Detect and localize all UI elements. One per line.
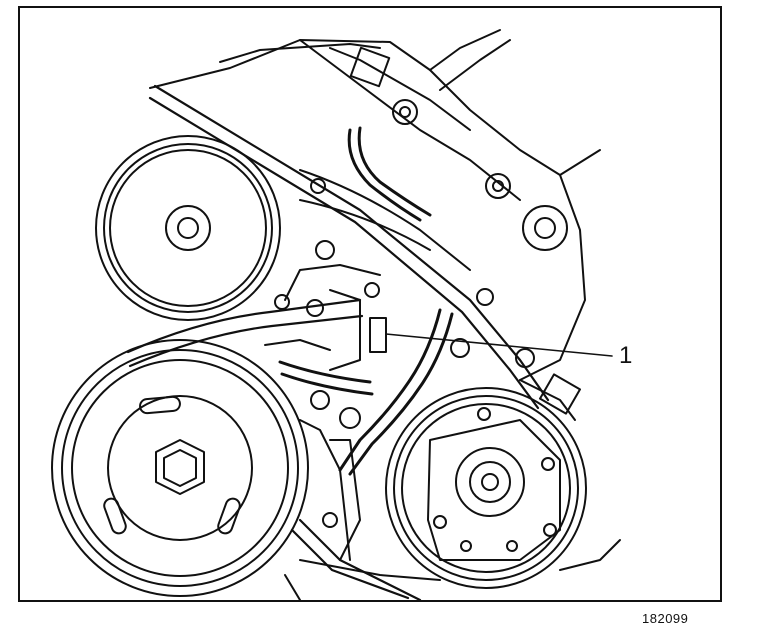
figure-number: 182099 bbox=[642, 611, 689, 626]
wiring-harness bbox=[278, 126, 454, 476]
callout-number: 1 bbox=[619, 342, 633, 369]
upper-pulley bbox=[95, 135, 281, 321]
crankshaft-pulley bbox=[51, 339, 309, 597]
compressor-pulley bbox=[385, 387, 587, 589]
callout-target bbox=[369, 317, 613, 357]
bolts bbox=[274, 99, 568, 528]
engine-block bbox=[149, 29, 621, 600]
harness-connector bbox=[349, 46, 581, 415]
